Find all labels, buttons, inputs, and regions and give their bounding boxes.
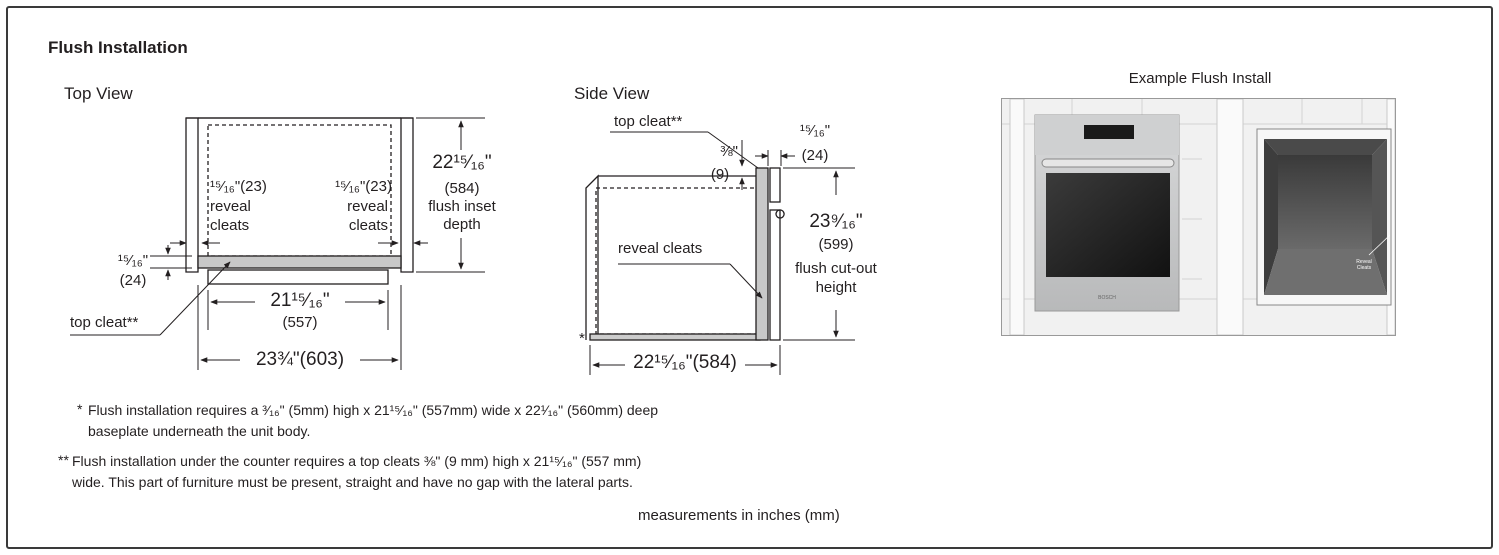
- left-reveal-label: reveal: [210, 198, 251, 215]
- top-gap-mm: (9): [710, 166, 730, 183]
- top-cleat-label: top cleat**: [70, 314, 139, 331]
- left-cleats-label: cleats: [210, 217, 250, 234]
- cleat-height-mm: (24): [119, 272, 147, 289]
- inset-depth-label-1: flush inset: [428, 198, 496, 215]
- side-view-cabinet: [585, 167, 785, 341]
- note2-line2: wide. This part of furniture must be pre…: [72, 474, 633, 490]
- side-reveal-cleats-label: reveal cleats: [618, 240, 703, 257]
- inner-width-mm: (557): [282, 314, 318, 331]
- photo-reveal-text: Reveal: [1356, 259, 1372, 265]
- top-view-heading: Top View: [64, 84, 133, 103]
- side-view-heading: Side View: [574, 84, 650, 103]
- oven-brand-text: BOSCH: [1098, 295, 1116, 301]
- top-gap-inches: ⅜": [720, 143, 738, 160]
- right-reveal-label: reveal: [347, 198, 388, 215]
- section-title: Flush Installation: [48, 38, 188, 57]
- cutout-height-inches: 23⁹⁄₁₆": [809, 211, 863, 232]
- units-footer: measurements in inches (mm): [638, 507, 840, 524]
- note1-marker: *: [77, 401, 83, 417]
- cleat-thickness-mm: (24): [801, 147, 829, 164]
- example-heading: Example Flush Install: [1128, 70, 1272, 87]
- cleat-thickness-inches: ¹⁵⁄₁₆": [799, 122, 831, 139]
- side-depth: 22¹⁵⁄₁₆"(584): [633, 352, 737, 373]
- note1-line1: Flush installation requires a ³⁄₁₆" (5mm…: [88, 402, 659, 418]
- example-photo: BOSCH Reveal Cleats: [1001, 98, 1396, 336]
- inset-depth-label-2: depth: [443, 216, 481, 233]
- right-reveal-dim: ¹⁵⁄₁₆"(23): [335, 178, 392, 195]
- cutout-height-mm: (599): [818, 236, 854, 253]
- photo-cleats-text: Cleats: [1357, 265, 1372, 271]
- note2-marker: **: [58, 452, 69, 468]
- note2-line1: Flush installation under the counter req…: [72, 453, 642, 469]
- left-reveal-dim: ¹⁵⁄₁₆"(23): [210, 178, 267, 195]
- diagram-frame: [6, 6, 1493, 549]
- inner-width-inches: 21¹⁵⁄₁₆": [270, 290, 330, 311]
- baseplate-asterisk: *: [579, 330, 585, 347]
- cutout-height-label-1: flush cut-out: [795, 260, 877, 277]
- side-top-cleat-label: top cleat**: [614, 113, 683, 130]
- cleat-height-inches: ¹⁵⁄₁₆": [117, 252, 149, 269]
- top-view-cabinet: [185, 117, 414, 285]
- right-cleats-label: cleats: [348, 217, 388, 234]
- cutout-height-label-2: height: [815, 279, 857, 296]
- inset-depth-inches: 22¹⁵⁄₁₆": [432, 152, 492, 173]
- outer-width: 23¾"(603): [255, 349, 345, 370]
- inset-depth-mm: (584): [444, 180, 480, 197]
- note1-line2: baseplate underneath the unit body.: [88, 423, 311, 439]
